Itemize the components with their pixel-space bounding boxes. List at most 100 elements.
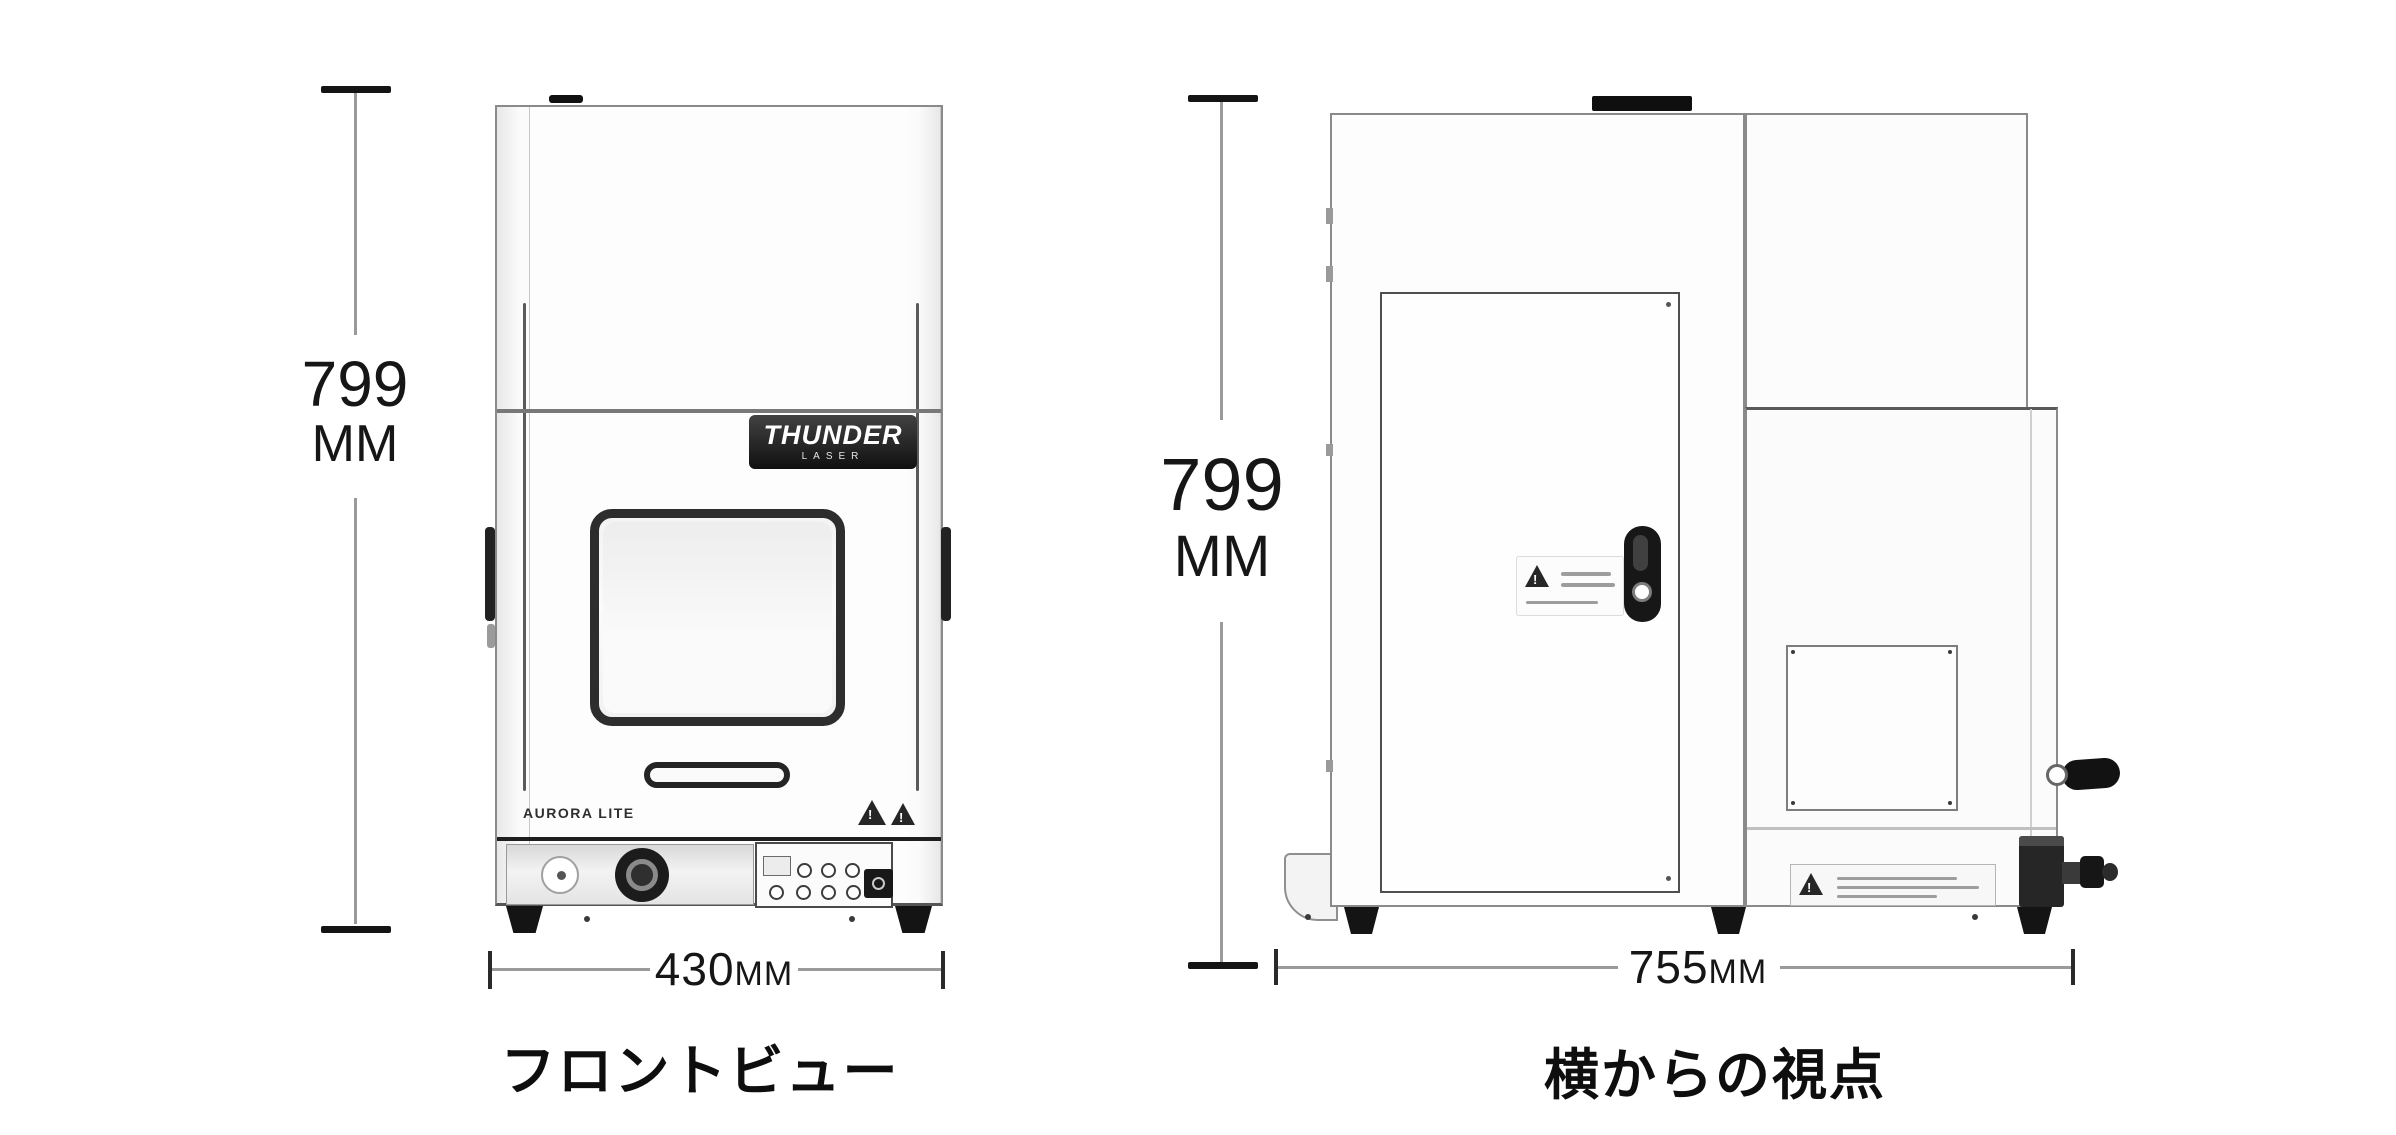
panel-power-button — [864, 869, 893, 898]
base-screw — [1305, 914, 1311, 920]
panel-screw — [1948, 801, 1952, 805]
front-machine-body: THUNDER LASER AURORA LITE — [495, 105, 943, 908]
hose-fitting — [2062, 862, 2082, 884]
panel-button — [845, 863, 860, 878]
panel-power-ring — [872, 877, 885, 890]
brand-logo-badge: THUNDER LASER — [749, 415, 917, 469]
model-label: AURORA LITE — [523, 805, 635, 821]
machine-foot — [2017, 907, 2052, 934]
front-height-tick-top — [321, 86, 391, 93]
warning-triangle-icon — [1525, 565, 1549, 587]
panel-screw — [1791, 650, 1795, 654]
front-height-line-lower — [354, 498, 357, 924]
side-height-tick-top — [1188, 95, 1258, 102]
crank-hub — [2046, 764, 2068, 786]
side-base-seam — [1747, 827, 2056, 830]
base-screw — [584, 916, 590, 922]
side-width-number: 755 — [1628, 941, 1709, 993]
label-text-line — [1561, 572, 1611, 576]
label-text-line — [1526, 601, 1598, 604]
door-warning-label — [1516, 556, 1624, 616]
side-height-line-upper — [1220, 102, 1223, 420]
front-view-caption: フロントビュー — [500, 1040, 900, 1102]
base-screw — [1972, 914, 1978, 920]
viewing-window-glass — [603, 522, 832, 713]
front-width-unit: MM — [734, 955, 794, 993]
brand-logo-text: THUNDER — [763, 420, 903, 450]
front-width-line-left — [492, 968, 650, 971]
side-hinge-mark — [1326, 266, 1333, 282]
base-screw — [849, 916, 855, 922]
warning-triangle-icon — [858, 800, 886, 825]
label-text-line — [1837, 886, 1979, 889]
side-hinge-mark — [1326, 208, 1333, 224]
panel-button — [796, 885, 811, 900]
side-height-value: 799 — [1160, 443, 1284, 526]
side-height-tick-bottom — [1188, 962, 1258, 969]
front-top-latch — [549, 95, 583, 103]
viewing-window — [590, 509, 845, 726]
panel-button — [846, 885, 861, 900]
front-width-line-right — [798, 968, 942, 971]
door-handle-lock — [1632, 582, 1652, 602]
front-height-value: 799 — [301, 348, 409, 420]
panel-button — [797, 863, 812, 878]
warning-triangle-icon — [891, 803, 915, 825]
front-height-unit: MM — [311, 415, 399, 473]
front-left-door-gap — [523, 303, 526, 791]
side-width-tick-right — [2071, 949, 2075, 985]
front-left-hinge-lower — [487, 624, 495, 648]
machine-foot — [1344, 907, 1379, 934]
front-left-hinge — [485, 527, 495, 621]
key-slot — [557, 871, 566, 880]
brand-logo-subtext: LASER — [801, 451, 865, 462]
crank-knob-icon — [2061, 757, 2121, 791]
front-base-seam — [497, 837, 941, 841]
front-right-pillar — [908, 107, 941, 903]
front-width-tick-right — [941, 951, 945, 989]
label-text-line — [1837, 895, 1937, 898]
panel-button — [769, 885, 784, 900]
side-hinge-mark — [1326, 760, 1333, 772]
machine-foot — [1711, 907, 1746, 934]
door-screw — [1666, 302, 1671, 307]
key-switch-icon — [541, 856, 579, 894]
door-handle-highlight — [1633, 535, 1648, 571]
side-height-line-lower — [1220, 622, 1223, 962]
front-width-tick-left — [488, 951, 492, 989]
front-width-number: 430 — [654, 943, 735, 995]
pump-box-band — [2019, 836, 2064, 846]
side-width-value: 755MM — [1618, 944, 1778, 990]
label-text-line — [1837, 877, 1957, 880]
machine-foot — [895, 906, 932, 933]
warning-triangle-icon — [1799, 873, 1823, 895]
front-button-panel — [755, 842, 893, 908]
side-width-unit: MM — [1708, 953, 1768, 991]
emergency-stop-icon — [615, 848, 669, 902]
side-view-caption: 横からの視点 — [1543, 1044, 1886, 1106]
side-rear-tower — [1745, 113, 2028, 409]
side-top-bar — [1592, 96, 1692, 111]
front-width-value: 430MM — [650, 946, 798, 992]
emergency-stop-ring — [626, 859, 658, 891]
panel-button — [821, 885, 836, 900]
front-right-hinge — [941, 527, 951, 621]
machine-foot — [506, 906, 543, 933]
panel-screw — [1791, 801, 1795, 805]
side-width-tick-left — [1274, 949, 1278, 985]
front-height-line-upper — [354, 93, 357, 335]
side-width-line-left — [1278, 966, 1618, 969]
side-width-line-right — [1780, 966, 2071, 969]
lid-handle — [644, 762, 790, 788]
panel-button — [821, 863, 836, 878]
side-service-panel — [1786, 645, 1958, 811]
front-right-door-gap — [916, 303, 919, 791]
front-lid-seam — [497, 409, 941, 413]
hose-fitting-nut — [2080, 856, 2104, 888]
pump-box — [2019, 836, 2064, 907]
front-left-control-recess — [506, 844, 754, 905]
panel-display — [763, 856, 791, 876]
panel-screw — [1948, 650, 1952, 654]
side-hinge-mark — [1326, 444, 1333, 456]
